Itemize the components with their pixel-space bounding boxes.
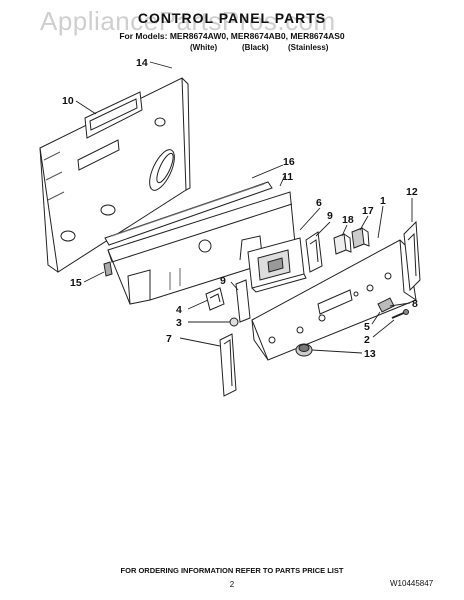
callout-18: 18 <box>342 214 354 226</box>
callout-2: 2 <box>364 334 370 346</box>
callout-8: 8 <box>412 298 418 310</box>
watermark-text: AppliancePartsPros.com <box>40 6 336 36</box>
clip-part-5 <box>377 297 395 313</box>
back-panel-part <box>39 77 191 273</box>
callout-9-lower: 9 <box>220 275 226 287</box>
bracket-part-upper <box>305 231 323 273</box>
switch-part-4 <box>205 287 225 311</box>
screw-part-15 <box>103 261 113 277</box>
switch-part-alt <box>351 227 370 249</box>
page-number: 2 <box>229 580 235 589</box>
callout-3: 3 <box>176 317 182 329</box>
color-white-label: (White) <box>190 43 218 52</box>
electronic-control-part <box>247 237 307 293</box>
callout-16: 16 <box>283 156 295 168</box>
document-number: W10445847 <box>390 579 434 588</box>
callout-10: 10 <box>62 95 74 107</box>
callout-11: 11 <box>282 171 293 183</box>
screw-part-2 <box>391 309 409 319</box>
callout-14: 14 <box>136 57 148 69</box>
end-cap-left-part <box>219 333 237 397</box>
leader-lines <box>75 61 413 354</box>
screw-part-3 <box>229 317 239 327</box>
page-title: CONTROL PANEL PARTS <box>137 10 327 26</box>
trim-strip-part <box>104 181 273 246</box>
color-black-label: (Black) <box>242 43 269 52</box>
callout-1: 1 <box>380 195 386 207</box>
knob-part <box>295 343 313 357</box>
callout-13: 13 <box>364 348 376 360</box>
control-panel-frame-part <box>107 191 297 305</box>
ordering-note: FOR ORDERING INFORMATION REFER TO PARTS … <box>120 566 344 575</box>
callout-17: 17 <box>362 205 374 217</box>
switch-part <box>333 233 352 255</box>
callout-numbers: 14 10 16 11 6 9 18 17 1 12 15 9 4 3 8 5 … <box>62 57 418 360</box>
callout-6: 6 <box>316 197 322 209</box>
callout-9-upper: 9 <box>327 210 333 222</box>
bracket-part-lower <box>235 279 251 323</box>
callout-5: 5 <box>364 321 370 333</box>
callout-12: 12 <box>406 186 418 198</box>
callout-4: 4 <box>176 304 182 316</box>
callout-7: 7 <box>166 333 172 345</box>
end-cap-right-part <box>403 220 421 292</box>
model-list: For Models: MER8674AW0, MER8674AB0, MER8… <box>119 31 345 41</box>
color-stainless-label: (Stainless) <box>288 43 329 52</box>
callout-15: 15 <box>70 277 82 289</box>
